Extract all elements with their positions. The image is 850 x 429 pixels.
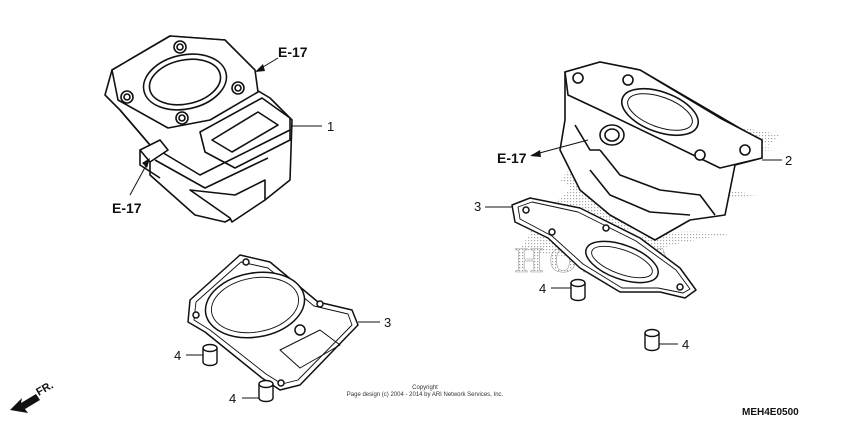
copyright-line-2: Page design (c) 2004 - 2014 by ARI Netwo… (346, 392, 504, 398)
dowel-left-lower (258, 379, 274, 403)
copyright-line-1: Copyright (412, 385, 438, 391)
callout-part-4-left-upper[interactable]: 4 (174, 348, 182, 363)
callout-part-2[interactable]: 2 (785, 153, 793, 168)
gasket-left (187, 254, 359, 391)
dowel-left-upper (202, 343, 218, 367)
copyright-notice: Copyright Page design (c) 2004 - 2014 by… (300, 385, 550, 399)
gasket-right (511, 197, 697, 299)
dowel-right-lower (644, 328, 660, 352)
reference-e17-left[interactable]: E-17 (112, 200, 142, 216)
cylinder-right (559, 61, 763, 241)
dowel-right-left (570, 278, 586, 302)
callout-part-3-right[interactable]: 3 (474, 199, 482, 214)
front-arrow-icon (10, 394, 40, 413)
callout-part-3-left[interactable]: 3 (384, 315, 392, 330)
callout-part-4-left-lower[interactable]: 4 (229, 391, 237, 406)
cylinder-left (104, 35, 293, 223)
callout-part-4-right-left[interactable]: 4 (539, 281, 547, 296)
callout-part-1[interactable]: 1 (327, 119, 335, 134)
callout-part-4-right-lower[interactable]: 4 (682, 337, 690, 352)
diagram-code: MEH4E0500 (742, 407, 799, 418)
reference-e17-top[interactable]: E-17 (278, 44, 308, 60)
reference-e17-right[interactable]: E-17 (497, 150, 527, 166)
reference-arrowheads (142, 64, 541, 168)
